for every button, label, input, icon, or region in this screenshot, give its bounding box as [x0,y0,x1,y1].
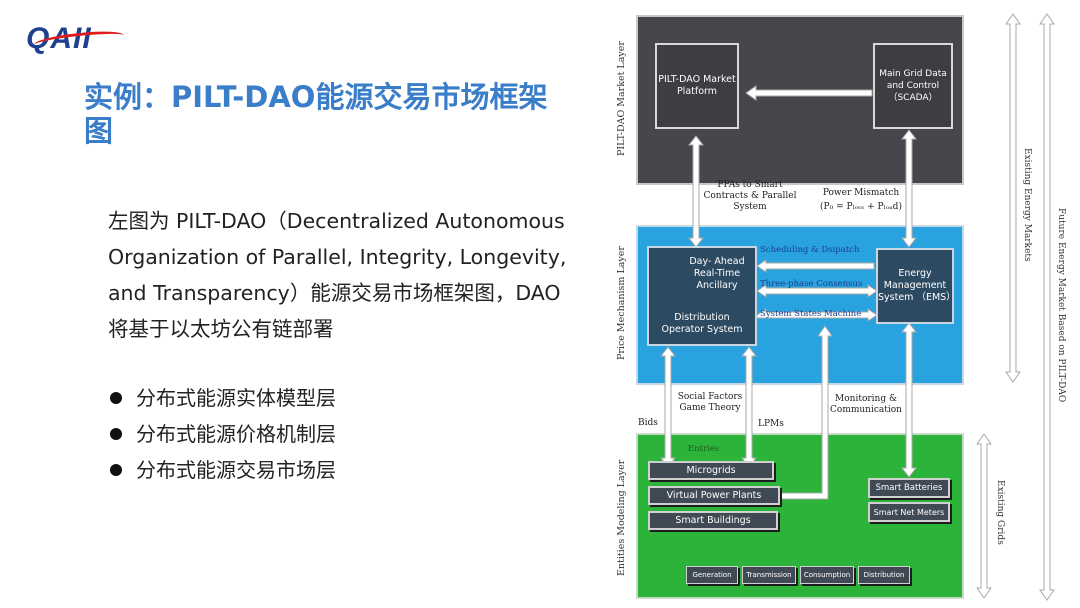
distribution-label: Distribution [863,571,905,579]
existing-markets-label: Existing Energy Markets [1022,148,1032,262]
dso-bottom-label: Distribution Operator System [661,312,743,335]
slide-title: 实例：PILT-DAO能源交易市场框架图 [84,80,548,148]
transmission-block: Transmission [742,566,796,584]
dso-box: Day- Ahead Real-Time Ancillary Distribut… [647,246,757,346]
bullet-text: 分布式能源价格机制层 [136,422,336,446]
logo-text: QAII [26,22,92,55]
smart-buildings-label: Smart Buildings [675,515,751,526]
ppas-label: PPAs to Smart Contracts & Parallel Syste… [703,180,797,212]
smart-buildings-chip: Smart Buildings [648,511,778,530]
scada-label: Main Grid Data and Control （SCADA） [879,69,947,103]
scada-to-platform-arrow [745,85,873,101]
paragraph-line: Organization of Parallel, Integrity, Lon… [108,245,567,269]
scada-box: Main Grid Data and Control （SCADA） [873,43,953,129]
bullet-text: 分布式能源交易市场层 [136,458,336,482]
consumption-label: Consumption [803,571,851,579]
ems-label: Energy Management System （EMS） [878,268,956,303]
price-layer-label: Price Mechanism Layer [616,246,627,360]
scheduling-label: Scheduling & Dsipatch [760,245,860,255]
paragraph-line: 将基于以太坊公有链部署 [108,317,334,341]
existing-markets-arrow [1005,13,1021,383]
consumption-block: Consumption [800,566,854,584]
description-paragraph: 左图为 PILT-DAO（Decentralized Autonomous Or… [108,203,608,347]
power-formula-label: (P₀ = Pₗₒₛₛ + Pₗₒₐd) [820,202,902,212]
bullet-dot-icon [110,464,122,476]
social-factors-label: Social Factors Game Theory [677,392,743,413]
paragraph-line: and Transparency）能源交易市场框架图，DAO [108,281,561,305]
entries-label: Entries [688,444,720,454]
bullet-dot-icon [110,428,122,440]
bullet-item: 分布式能源交易市场层 [108,452,508,488]
future-market-label: Future Energy Market Based on PILT-DAO [1056,208,1066,403]
platform-box: PILT-DAO Market Platform [655,43,739,129]
state-machine-arrow [756,308,878,322]
microgrids-chip: Microgrids [648,461,774,480]
bullet-list: 分布式能源实体模型层 分布式能源价格机制层 分布式能源交易市场层 [108,380,508,488]
microgrids-label: Microgrids [686,465,736,476]
existing-grids-label: Existing Grids [995,480,1005,545]
smart-batteries-chip: Smart Batteries [868,478,950,498]
monitoring-label: Monitoring & Communication [830,394,902,415]
smart-net-meters-label: Smart Net Meters [873,507,945,517]
bullet-item: 分布式能源价格机制层 [108,416,508,452]
market-layer-label: PILT-DAO Market Layer [616,41,627,156]
vpp-chip: Virtual Power Plants [648,486,780,505]
future-market-arrow [1039,13,1055,601]
ems-batteries-arrow [900,322,918,478]
entities-layer-label: Entities Modeling Layer [616,459,627,576]
existing-grids-arrow [976,433,992,599]
dso-top-label: Day- Ahead Real-Time Ancillary [689,256,745,291]
framework-diagram: PILT-DAO Market Layer Price Mechanism La… [600,8,1072,604]
vpp-connector-arrow [779,325,833,500]
state-machine-label: System States Machine [760,309,862,319]
lpms-label: LPMs [758,419,784,429]
company-logo: QAII [26,22,136,58]
smart-net-meters-chip: Smart Net Meters [868,502,950,522]
scada-ems-arrow [900,129,918,248]
paragraph-line: 左图为 PILT-DAO（Decentralized Autonomous [108,209,565,233]
platform-label: PILT-DAO Market Platform [658,74,736,97]
bullet-text: 分布式能源实体模型层 [136,386,336,410]
consensus-label: Three-phase Consensus [760,279,863,289]
generation-block: Generation [686,566,738,584]
vpp-label: Virtual Power Plants [666,490,762,501]
smart-batteries-label: Smart Batteries [875,483,943,493]
bullet-item: 分布式能源实体模型层 [108,380,508,416]
distribution-block: Distribution [858,566,910,584]
transmission-label: Transmission [746,571,792,579]
ems-box: Energy Management System （EMS） [876,248,956,324]
power-mismatch-label: Power Mismatch [822,188,900,198]
scheduling-arrow [756,259,875,273]
generation-label: Generation [692,571,732,579]
bids-label: Bids [638,418,658,428]
bullet-dot-icon [110,392,122,404]
